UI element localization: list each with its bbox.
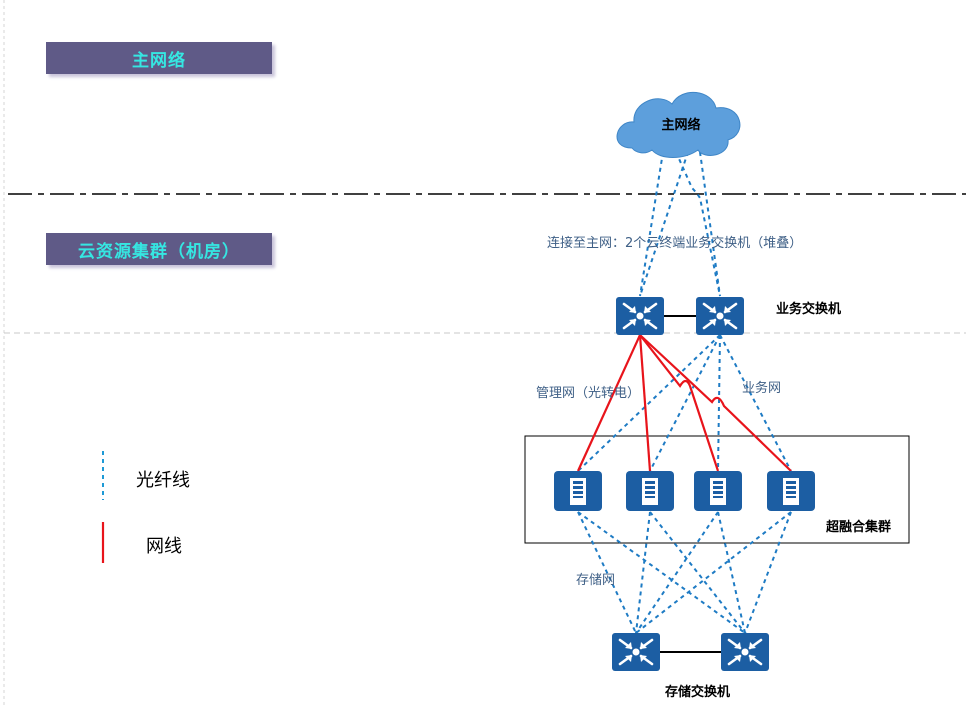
business-switch-2[interactable]	[694, 295, 746, 337]
legend: 光纤线 网线	[101, 451, 190, 563]
fiber-link	[649, 511, 746, 634]
mgmt-net-label: 管理网（光转电）	[536, 386, 640, 401]
hci-server-2[interactable]	[626, 471, 674, 511]
business-switch-1[interactable]	[614, 295, 666, 337]
fiber-link	[577, 511, 637, 634]
business-net-label: 业务网	[742, 380, 781, 396]
fiber-link	[699, 151, 721, 297]
fiber-links-business-net	[577, 334, 792, 472]
hci-cluster-frame	[524, 435, 910, 544]
ethernet-link	[639, 334, 720, 472]
fiber-link	[577, 334, 721, 472]
fiber-link	[635, 511, 719, 634]
ethernet-link	[639, 334, 792, 472]
legend-cable-label: 网线	[146, 536, 182, 557]
fiber-link	[635, 511, 651, 634]
fiber-links-uplink	[639, 151, 721, 297]
fiber-link	[649, 334, 721, 472]
fiber-link	[639, 151, 689, 297]
fiber-link	[744, 511, 792, 634]
cloud-icon	[616, 91, 741, 158]
fiber-link	[675, 151, 721, 297]
section-header-cloud-cluster-label: 云资源集群（机房）	[78, 241, 240, 262]
hci-server-1[interactable]	[554, 471, 602, 511]
storage-switch-2[interactable]	[719, 631, 771, 673]
legend-fiber-label: 光纤线	[136, 470, 190, 491]
section-header-main-network-label: 主网络	[132, 50, 186, 71]
fiber-links-storage-net	[577, 511, 792, 634]
hci-cluster-label: 超融合集群	[826, 519, 891, 535]
storage-switch-1[interactable]	[610, 631, 662, 673]
ethernet-link	[638, 334, 652, 472]
storage-switch-label: 存储交换机	[665, 684, 730, 700]
ethernet-link	[576, 334, 642, 472]
hci-server-3[interactable]	[694, 471, 742, 511]
fiber-link	[719, 334, 792, 472]
section-header-cloud-cluster: 云资源集群（机房）	[46, 233, 272, 265]
fiber-link	[639, 151, 664, 297]
ethernet-links-mgmt-net	[576, 334, 792, 472]
uplink-label: 连接至主网：2个云终端业务交换机（堆叠）	[547, 235, 802, 251]
cloud-label: 主网络	[661, 117, 700, 133]
fiber-link	[577, 511, 746, 634]
fiber-link	[635, 511, 792, 634]
section-header-main-network: 主网络	[46, 42, 272, 74]
business-switch-label: 业务交换机	[776, 301, 841, 317]
hci-server-4[interactable]	[767, 471, 815, 511]
storage-net-label: 存储网	[576, 573, 615, 588]
fiber-link	[717, 334, 721, 472]
